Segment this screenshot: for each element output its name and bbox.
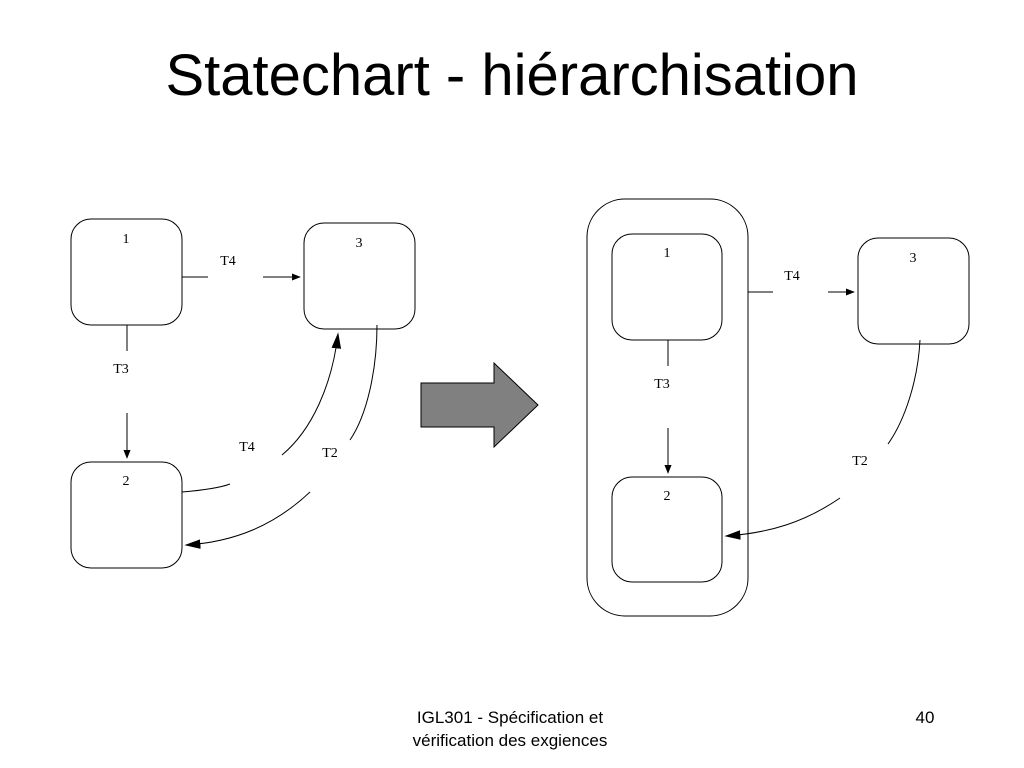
left-state-1: 1 (70, 218, 183, 326)
left-transition-t3-1-to-2: T3 (113, 325, 131, 459)
right-t2-label: T2 (852, 454, 868, 469)
left-t3-label: T3 (113, 362, 129, 377)
left-t4-bottom-label: T4 (239, 440, 255, 455)
left-state-3: 3 (303, 222, 416, 330)
left-state-1-label: 1 (123, 232, 130, 247)
left-t4-top-label: T4 (220, 254, 236, 269)
transformation-arrow (420, 361, 539, 449)
left-transition-t2-3-to-2: T2 (184, 324, 378, 549)
right-state-3-label: 3 (910, 251, 917, 266)
footer-line-1: IGL301 - Spécification et (416, 708, 604, 727)
left-state-2-label: 2 (123, 474, 130, 489)
right-state-2: 2 (611, 476, 723, 583)
right-state-2-label: 2 (664, 489, 671, 504)
right-state-1-label: 1 (664, 246, 671, 261)
left-diagram: 1 3 2 T4 T3 T4 (70, 218, 416, 569)
right-t4-label: T4 (784, 269, 800, 284)
left-transition-t4-2-to-3: T4 (181, 332, 342, 493)
slide-title: Statechart - hiérarchisation (165, 43, 859, 108)
footer-course-title: IGL301 - Spécification et vérification d… (370, 706, 650, 752)
left-transition-t4-1-to-3: T4 (182, 254, 301, 281)
right-diagram: 1 3 2 T4 T3 T2 (586, 198, 970, 617)
left-state-3-label: 3 (356, 236, 363, 251)
left-state-2: 2 (70, 461, 183, 569)
right-transition-t2: T2 (724, 339, 921, 540)
left-t2-label: T2 (322, 446, 338, 461)
right-state-3: 3 (857, 237, 970, 345)
right-state-1: 1 (611, 233, 723, 341)
right-t3-label: T3 (654, 377, 670, 392)
right-transition-t4: T4 (748, 269, 855, 296)
footer-line-2: vérification des exgiences (412, 731, 608, 750)
page-number: 40 (915, 708, 935, 727)
right-transition-t3: T3 (654, 340, 672, 474)
